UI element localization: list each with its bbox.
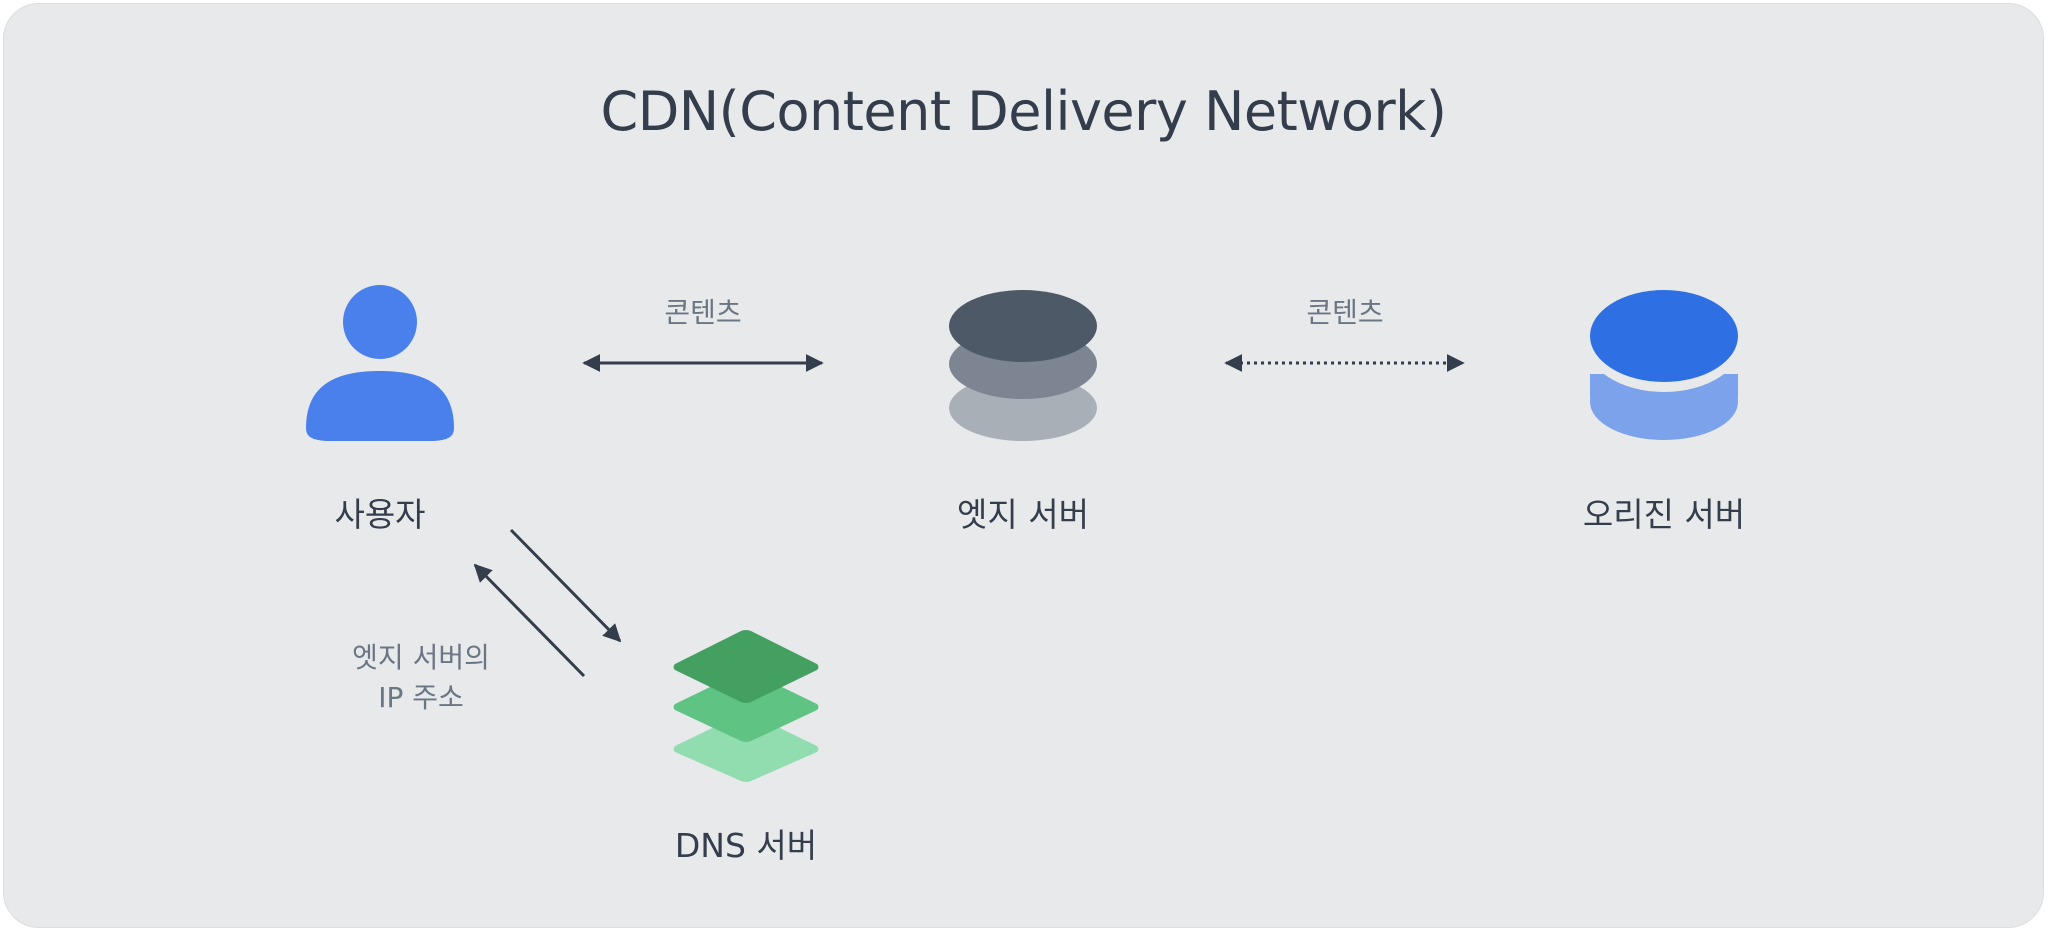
diagram-title: CDN(Content Delivery Network) bbox=[600, 80, 1447, 143]
diagram-card: CDN(Content Delivery Network) bbox=[3, 3, 2044, 928]
edge-server-label: 엣지 서버 bbox=[957, 495, 1089, 534]
edge-label-dns-to-user: 엣지 서버의 IP 주소 bbox=[352, 638, 490, 718]
edge-label-user-edge: 콘텐츠 bbox=[664, 296, 742, 329]
user-label: 사용자 bbox=[334, 495, 426, 534]
person-icon bbox=[306, 285, 454, 441]
arrow-dns-to-user bbox=[473, 563, 586, 678]
edge-label-dns-line1: 엣지 서버의 bbox=[352, 641, 490, 674]
database-disk-icon bbox=[1584, 286, 1744, 440]
stacked-server-icon bbox=[949, 290, 1097, 441]
layers-icon bbox=[673, 630, 819, 782]
origin-server-label: 오리진 서버 bbox=[1582, 495, 1746, 534]
dns-server-label: DNS 서버 bbox=[674, 826, 818, 865]
edge-label-dns-line2: IP 주소 bbox=[378, 681, 464, 714]
edge-label-edge-origin: 콘텐츠 bbox=[1306, 296, 1384, 329]
diagram-canvas bbox=[306, 285, 1744, 782]
arrow-user-to-dns bbox=[509, 528, 622, 643]
